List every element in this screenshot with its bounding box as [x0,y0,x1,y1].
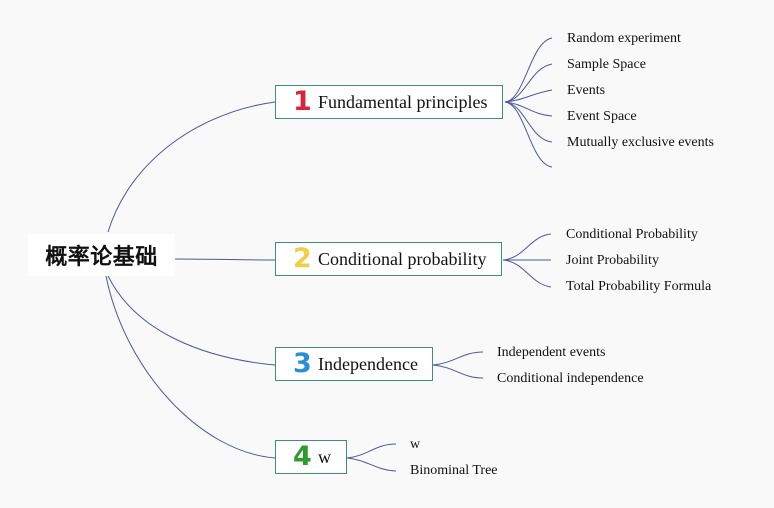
leaf-w[interactable]: w [410,437,421,452]
link-b1-leaf-4 [504,101,553,117]
branch-label: Independence [318,353,418,374]
link-root-branch-1 [107,101,276,233]
link-b4-leaf-2 [346,457,397,472]
branch-independence[interactable]: 3 Independence [275,347,433,381]
link-b3-leaf-1 [432,351,484,366]
root-label: 概率论基础 [45,245,158,270]
link-b3-leaf-2 [432,364,484,379]
branch-w[interactable]: 4 w [275,440,347,474]
link-b1-leaf-5 [504,101,553,143]
branch-label: Conditional probability [318,248,487,269]
leaf-joint-probability[interactable]: Joint Probability [566,253,659,268]
link-root-branch-3 [107,275,276,366]
link-b2-leaf-1 [502,233,552,261]
leaf-event-space[interactable]: Event Space [567,109,637,124]
leaf-sample-space[interactable]: Sample Space [567,57,646,72]
leaf-random-experiment[interactable]: Random experiment [567,31,681,46]
leaf-conditional-independence[interactable]: Conditional independence [497,371,644,386]
root-topic[interactable]: 概率论基础 [28,234,175,276]
link-b1-leaf-1 [504,37,553,103]
number-3-icon: 3 [293,348,312,379]
link-b1-leaf-3 [504,89,553,103]
leaf-binominal-tree[interactable]: Binominal Tree [410,463,498,478]
branch-label: Fundamental principles [318,91,488,112]
leaf-conditional-probability[interactable]: Conditional Probability [566,227,698,242]
link-root-branch-4 [105,275,276,459]
leaf-mutually-exclusive-events[interactable]: Mutually exclusive events [567,135,714,150]
branch-conditional-probability[interactable]: 2 Conditional probability [275,242,502,276]
link-b4-leaf-1 [346,443,397,459]
number-2-icon: 2 [293,243,312,274]
link-root-branch-2 [174,258,276,261]
leaf-total-probability-formula[interactable]: Total Probability Formula [566,279,712,294]
link-b1-leaf-6 [504,101,553,168]
branch-fundamental-principles[interactable]: 1 Fundamental principles [275,85,503,119]
leaf-independent-events[interactable]: Independent events [497,345,606,360]
number-1-icon: 1 [293,86,312,117]
number-4-icon: 4 [293,441,312,472]
leaf-events[interactable]: Events [567,83,606,98]
link-b1-leaf-2 [504,63,553,103]
branch-label: w [318,446,331,467]
link-b2-leaf-3 [502,259,552,288]
